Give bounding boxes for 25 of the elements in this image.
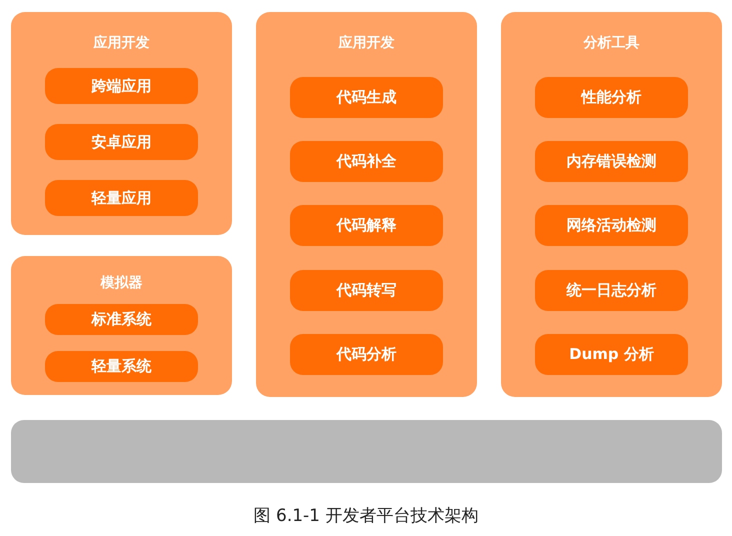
feature-pill: 标准系统 [45, 304, 198, 335]
feature-pill: 代码生成 [290, 77, 443, 118]
feature-pill: 安卓应用 [45, 124, 198, 160]
group-panel [256, 12, 477, 397]
figure-caption: 图 6.1-1 开发者平台技术架构 [254, 505, 478, 527]
panel-title: 应用开发 [92, 34, 150, 52]
feature-pill: 代码转写 [290, 270, 443, 311]
feature-pill: 代码分析 [290, 334, 443, 375]
feature-pill: 性能分析 [535, 77, 688, 118]
feature-pill: 代码补全 [290, 141, 443, 182]
platform-bar [11, 420, 722, 483]
feature-pill: 跨端应用 [45, 68, 198, 104]
feature-pill: 网络活动检测 [535, 205, 688, 246]
panel-title: 模拟器 [99, 274, 144, 292]
feature-pill: 统一日志分析 [535, 270, 688, 311]
feature-pill: 代码解释 [290, 205, 443, 246]
feature-pill: Dump 分析 [535, 334, 688, 375]
panel-title: 分析工具 [582, 34, 640, 52]
feature-pill: 轻量应用 [45, 180, 198, 216]
feature-pill: 轻量系统 [45, 351, 198, 382]
feature-pill: 内存错误检测 [535, 141, 688, 182]
group-panel [501, 12, 722, 397]
group-panel [11, 12, 232, 235]
panel-title: 应用开发 [337, 34, 396, 52]
group-panel [11, 256, 232, 395]
